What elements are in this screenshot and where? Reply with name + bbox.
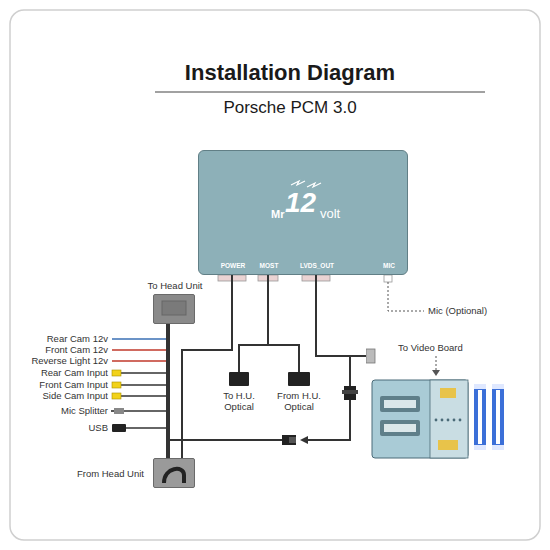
- wire: [112, 338, 168, 340]
- logo-text: Mr: [271, 208, 284, 220]
- mic-leader: [388, 282, 424, 311]
- mic-tip: [111, 410, 114, 412]
- wire-label: USB: [88, 422, 108, 433]
- optical-connector: From H.U. Optical: [288, 372, 310, 386]
- logo-spark: [307, 183, 321, 187]
- mic-port: [384, 275, 392, 282]
- pcb-chip: [380, 420, 420, 436]
- optical-connector: To H.U. Optical: [229, 372, 249, 386]
- port-connectors: [218, 275, 392, 282]
- wire: [168, 439, 282, 441]
- wire-label: Reverse Light 12v: [31, 355, 108, 366]
- cable-curve: [164, 469, 184, 483]
- head-unit-connector: From Head Unit: [153, 458, 195, 488]
- rca-plug: [112, 382, 121, 388]
- wire-connector: [268, 275, 299, 372]
- ribbon-end: [492, 445, 504, 450]
- rca-plug: [112, 370, 121, 376]
- board-label: To Video Board: [398, 342, 463, 353]
- pcb-dot: [459, 419, 462, 422]
- wire-leads: [112, 339, 168, 428]
- pcb-dot: [435, 419, 438, 422]
- wire-label: Rear Cam 12v: [47, 333, 108, 344]
- wire-connector: [316, 275, 366, 356]
- port-name: POWER: [221, 262, 246, 269]
- video-board: To Video Board: [366, 340, 516, 465]
- wire: [112, 360, 168, 362]
- wire: [121, 395, 168, 397]
- ribbon-core: [478, 390, 482, 444]
- logo-spark: [291, 181, 305, 185]
- title-rule: [155, 91, 485, 92]
- pcb-socket: [384, 424, 416, 432]
- pcb-dot: [453, 419, 456, 422]
- ribbon-cable: [492, 384, 504, 450]
- wire: [124, 410, 168, 412]
- cable-plug: [154, 459, 194, 487]
- logo-text: volt: [320, 206, 340, 221]
- connector-slot: [162, 301, 186, 315]
- leader-line: [436, 356, 437, 372]
- interface-module: Mr12 voltPOWER MOST LVDS_OUT MIC: [198, 150, 408, 275]
- pcb-dot: [447, 419, 450, 422]
- title: Installation Diagram: [185, 60, 395, 86]
- connector-label: From H.U. Optical: [268, 390, 330, 412]
- lvds-plug: [366, 349, 375, 363]
- ribbon-cable: [474, 384, 486, 450]
- port-name: MOST: [260, 262, 279, 269]
- ribbon-end: [474, 445, 486, 450]
- ribbon-end: [474, 384, 486, 389]
- pcb: [372, 380, 468, 458]
- wire: [308, 400, 350, 440]
- frame: [10, 10, 540, 540]
- wire-label: Front Cam 12v: [45, 344, 108, 355]
- wire: [126, 427, 168, 429]
- lvds-connector-cap: [342, 390, 358, 394]
- pcb-part: [438, 440, 458, 450]
- pcb-dot: [441, 419, 444, 422]
- pcb-chip: [380, 396, 420, 412]
- pcb-socket: [384, 400, 416, 408]
- ribbon-end: [492, 384, 504, 389]
- connector-face: [154, 295, 194, 323]
- arrow-head: [300, 436, 308, 444]
- harness-connector: [282, 435, 296, 445]
- port-name: LVDS_OUT: [300, 262, 334, 269]
- connector-label: To Head Unit: [148, 280, 203, 291]
- mic-plug: [114, 408, 124, 414]
- wire-label: Mic Splitter: [61, 405, 108, 416]
- board-illustration: [366, 340, 516, 465]
- wire-connector: [166, 324, 170, 458]
- pcb-strip: [430, 380, 468, 458]
- logo-number: 12: [285, 187, 316, 219]
- usb-plug: [112, 424, 126, 432]
- pcb-part: [440, 388, 456, 398]
- leader-head: [432, 370, 440, 376]
- connector-label: From Head Unit: [77, 468, 144, 479]
- port-label: Mic (Optional): [428, 305, 487, 316]
- port-name: MIC: [383, 262, 395, 269]
- wire-connector: [239, 275, 268, 372]
- subtitle: Porsche PCM 3.0: [223, 98, 356, 118]
- rca-plug: [112, 393, 121, 399]
- wire-label: Side Cam Input: [43, 390, 108, 401]
- wire: [112, 349, 168, 351]
- wire: [121, 372, 168, 374]
- lvds-branch: [168, 356, 350, 440]
- ribbon-core: [496, 390, 500, 444]
- connector-label: To H.U. Optical: [216, 390, 262, 412]
- wire: [121, 384, 168, 386]
- head-unit-connector: To Head Unit: [153, 294, 195, 324]
- plugs: [111, 370, 126, 432]
- wire-label: Rear Cam Input: [41, 367, 108, 378]
- wire-label: Front Cam Input: [39, 379, 108, 390]
- harness-connector-cap: [289, 437, 296, 443]
- wire: [349, 356, 351, 386]
